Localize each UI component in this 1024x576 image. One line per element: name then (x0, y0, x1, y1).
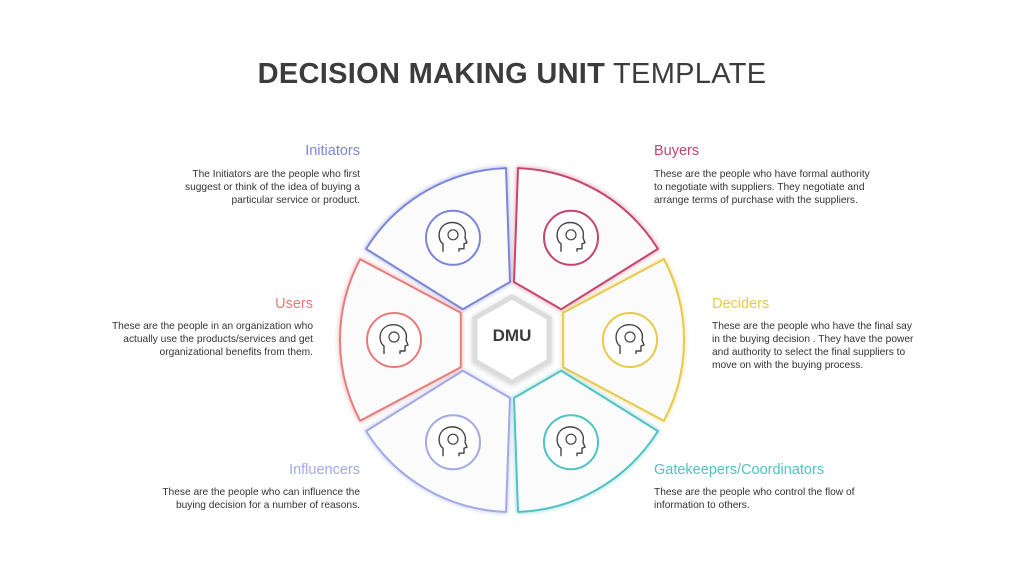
gatekeepers-desc: These are the people who control the flo… (654, 486, 914, 512)
initiators-desc: The Initiators are the people who first … (100, 168, 360, 207)
title-light: TEMPLATE (613, 58, 767, 90)
deciders-icon-circle (602, 312, 658, 368)
initiators-desc-line: particular service or product. (231, 195, 360, 206)
buyers-desc: These are the people who have formal aut… (654, 168, 934, 207)
deciders-desc: These are the people who have the final … (712, 320, 982, 372)
deciders-desc-line: in the buying decision . They have the p… (712, 334, 914, 345)
page-title: DECISION MAKING UNIT TEMPLATE (0, 58, 1024, 91)
users-desc-line: These are the people in an organization … (111, 321, 313, 332)
deciders-desc-line: and authority to select the final suppli… (712, 347, 906, 358)
users-icon-circle (366, 312, 422, 368)
buyers-desc-line: These are the people who have formal aut… (654, 169, 870, 180)
initiators-title: Initiators (305, 143, 360, 159)
megaphone-head-icon (438, 426, 468, 457)
initiators-icon-circle (425, 209, 481, 266)
influencers-desc-line: buying decision for a number of reasons. (175, 500, 360, 511)
deciders-desc-line: These are the people who have the final … (712, 321, 912, 332)
dmu-center-label: DMU (492, 326, 532, 345)
influencers-desc: These are the people who can influence t… (100, 486, 360, 512)
users-title: Users (275, 296, 313, 312)
initiators-desc-line: suggest or think of the idea of buying a (184, 182, 360, 193)
title-bold: DECISION MAKING UNIT (257, 58, 606, 90)
users-desc-line: organizational benefits from them. (159, 347, 313, 358)
users-desc-line: actually use the products/services and g… (123, 334, 313, 345)
gatekeepers-desc-line: information to others. (654, 500, 750, 511)
influencers-title: Influencers (289, 462, 360, 478)
gears-head-icon (556, 426, 586, 457)
initiators-desc-line: The Initiators are the people who first (192, 169, 360, 180)
influencers-icon-circle (425, 414, 481, 471)
buyers-desc-line: arrange terms of purchase with the suppl… (654, 195, 858, 206)
lightbulb-head-icon (438, 221, 468, 252)
gatekeepers-icon-circle (543, 414, 599, 471)
buyers-title: Buyers (654, 143, 700, 159)
buyers-desc-line: to negotiate with suppliers. They negoti… (654, 182, 865, 193)
gear-head-icon (379, 324, 409, 354)
gatekeepers-title: Gatekeepers/Coordinators (654, 462, 825, 478)
users-desc: These are the people in an organization … (40, 320, 313, 359)
gatekeepers-desc-line: These are the people who control the flo… (654, 487, 855, 498)
deciders-desc-line: move on with the buying process. (712, 360, 864, 371)
influencers-desc-line: These are the people who can influence t… (162, 487, 360, 498)
deciders-title: Deciders (712, 296, 770, 312)
buyers-icon-circle (543, 209, 599, 266)
dmu-hexagon (472, 294, 552, 385)
handshake-icon (556, 221, 586, 252)
decision-head-icon (615, 324, 645, 354)
